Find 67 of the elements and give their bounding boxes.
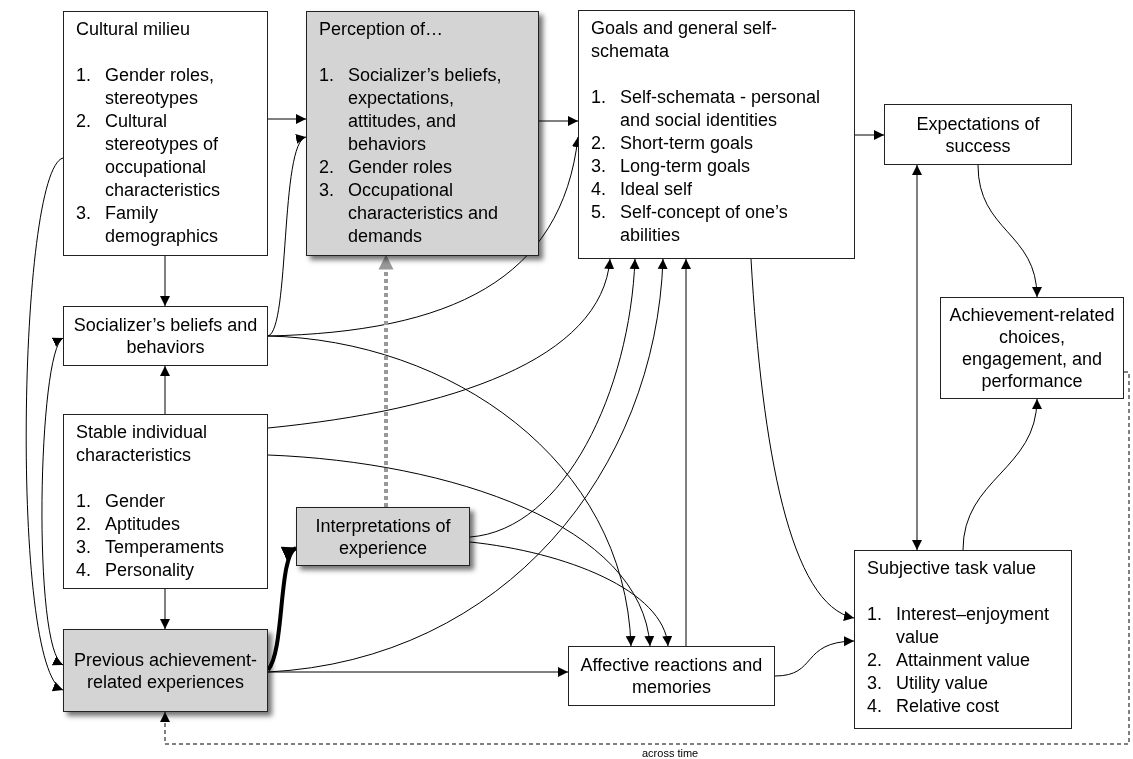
edge-label: across time — [640, 747, 701, 759]
arrow — [538, 116, 579, 126]
list-item: 3. Family demographics — [76, 202, 220, 248]
arrow — [267, 667, 569, 677]
arrow — [267, 114, 307, 124]
box-label: Interpretations of experience — [314, 514, 452, 559]
arrow — [774, 636, 855, 677]
arrow — [267, 258, 613, 429]
list-item: 2. Attainment value — [867, 649, 1032, 672]
list-item: 1. Interest–enjoyment value — [867, 603, 1051, 649]
box-heading: Goals and general self-schemata — [591, 17, 779, 63]
list-item: 4. Relative cost — [867, 695, 1001, 718]
box-label: Socializer’s beliefs and behaviors — [72, 314, 259, 358]
box-heading: Cultural milieu — [76, 18, 192, 41]
box-heading: Perception of… — [319, 18, 445, 41]
concept-box — [940, 297, 1124, 399]
arrow — [267, 454, 653, 647]
box-label: Achievement-related choices, engagement, and performance — [948, 304, 1116, 392]
concept-box — [568, 646, 775, 706]
list-item: 4. Personality — [76, 559, 196, 582]
list-item: 2. Gender roles — [319, 156, 454, 179]
arrow — [962, 398, 1042, 551]
box-label: Expectations of success — [915, 112, 1041, 157]
arrow — [267, 335, 635, 647]
arrow — [977, 164, 1042, 298]
arrow — [750, 258, 855, 619]
box-heading: Subjective task value — [867, 557, 1038, 580]
arrow — [469, 541, 671, 647]
concept-box — [306, 11, 539, 256]
list-item: 3. Occupational characteristics and demands — [319, 179, 500, 248]
concept-box — [296, 507, 470, 566]
list-item: 3. Utility value — [867, 672, 990, 695]
list-item: 1. Socializer’s beliefs, expectations, attitudes, and behaviors — [319, 64, 503, 156]
arrow — [160, 588, 170, 630]
list-item: 3. Temperaments — [76, 536, 226, 559]
arrow — [41, 337, 64, 666]
list-item: 1. Self-schemata - personal and social identities — [591, 86, 822, 132]
list-item: 3. Long-term goals — [591, 155, 752, 178]
concept-box — [63, 414, 268, 589]
list-item: 1. Gender roles, stereotypes — [76, 64, 216, 110]
concept-box — [63, 629, 268, 712]
list-item: 1. Gender — [76, 490, 167, 513]
arrow — [681, 258, 691, 647]
list-item: 4. Ideal self — [591, 178, 694, 201]
arrow — [267, 136, 307, 337]
arrow — [25, 157, 64, 691]
arrow — [267, 258, 668, 673]
concept-box — [63, 306, 268, 366]
arrow — [160, 255, 170, 307]
concept-box — [63, 11, 268, 256]
arrow — [378, 254, 394, 507]
box-heading: Stable individual characteristics — [76, 421, 209, 467]
arrow — [469, 258, 640, 538]
list-item: 2. Aptitudes — [76, 513, 182, 536]
box-label: Previous achievement-related experiences — [72, 648, 259, 693]
arrow — [160, 365, 170, 415]
arrow — [912, 164, 922, 551]
list-item: 2. Cultural stereotypes of occupational characteristics — [76, 110, 222, 202]
arrow — [854, 130, 885, 140]
arrow — [266, 546, 298, 671]
arrow — [160, 371, 1130, 745]
list-item: 2. Short-term goals — [591, 132, 755, 155]
concept-box — [884, 104, 1072, 165]
list-item: 5. Self-concept of one’s abilities — [591, 201, 789, 247]
concept-box — [854, 550, 1072, 729]
box-label: Affective reactions and memories — [579, 654, 764, 698]
concept-box — [578, 10, 855, 259]
